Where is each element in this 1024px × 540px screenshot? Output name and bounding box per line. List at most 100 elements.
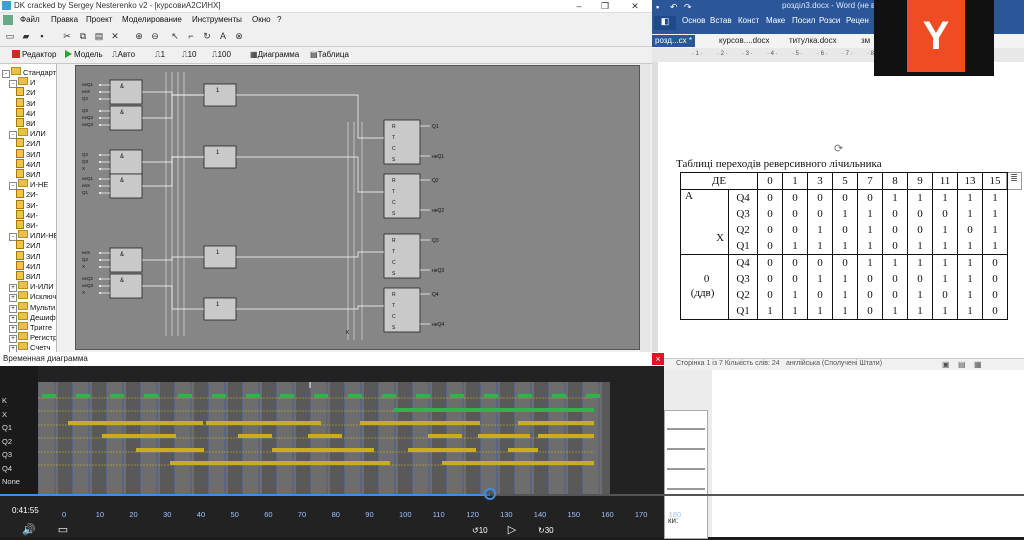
expand-icon[interactable]: + <box>9 335 17 344</box>
tree-item-gate[interactable]: 2И <box>16 87 36 97</box>
layout-options-icon[interactable]: ≣ <box>1006 172 1022 190</box>
captions-icon[interactable]: ▭ <box>57 524 69 536</box>
step-10-button[interactable]: ⎍10 <box>182 50 197 59</box>
wire-icon[interactable]: ⌐ <box>188 31 194 41</box>
tree-item-folder[interactable]: +Мульти <box>9 301 55 313</box>
vertical-scrollbar[interactable] <box>640 64 650 352</box>
ribbon-tab-design[interactable]: Конст <box>738 16 760 25</box>
pip-icon[interactable]: ⧉ <box>919 524 927 536</box>
play-pause-icon[interactable]: ▷ <box>507 524 517 536</box>
pin-icon[interactable]: ⊗ <box>235 31 243 41</box>
doc-tab-zm[interactable]: зм <box>861 36 871 45</box>
close-icon[interactable]: × <box>652 353 664 365</box>
cut-icon[interactable]: ✂ <box>63 31 71 41</box>
tree-item-gate[interactable]: 4И- <box>16 209 38 220</box>
collapse-icon[interactable]: ⤡ <box>956 524 966 536</box>
menu-help[interactable]: ? <box>277 15 282 24</box>
tree-item-folder[interactable]: -И-НЕ <box>9 179 48 191</box>
expand-icon[interactable]: + <box>9 325 17 333</box>
tree-item-gate[interactable]: 2И- <box>16 189 38 199</box>
menu-modeling[interactable]: Моделирование <box>122 15 182 24</box>
tree-item-gate[interactable]: 4ИЛ <box>16 158 40 169</box>
tree-item-folder[interactable]: -ИЛИ-НЕ <box>9 230 56 242</box>
video-scrubber[interactable] <box>483 488 496 500</box>
collapse-icon[interactable]: - <box>9 233 17 242</box>
fullscreen-icon[interactable]: ⛶ <box>991 524 999 536</box>
tree-item-gate[interactable]: 3И <box>16 97 36 108</box>
tree-item-gate[interactable]: 8И- <box>16 220 38 230</box>
tree-item-gate[interactable]: 3ИЛ <box>16 250 40 261</box>
ribbon-tab-insert[interactable]: Встав <box>710 16 732 25</box>
edit-icon[interactable]: ✎ <box>886 524 896 536</box>
tree-item-folder[interactable]: +И-ИЛИ <box>9 281 54 293</box>
expand-icon[interactable]: + <box>9 345 17 352</box>
tree-item-folder[interactable]: +Регистр <box>9 332 56 344</box>
tree-item-folder[interactable]: +Дешиф <box>9 311 56 323</box>
tree-item-gate[interactable]: 4И <box>16 107 36 118</box>
collapse-icon[interactable]: - <box>2 70 10 78</box>
tree-item-gate[interactable]: 3И- <box>16 199 38 210</box>
maximize-icon[interactable]: ❐ <box>600 1 610 11</box>
model-button[interactable]: Модель <box>65 49 103 61</box>
redo-icon[interactable]: ↷ <box>684 2 692 12</box>
auto-button[interactable]: ⎍Авто <box>112 50 136 59</box>
tree-item-folder[interactable]: +Счетч <box>9 342 51 352</box>
ribbon-tab-references[interactable]: Посил <box>792 16 816 25</box>
tree-item-gate[interactable]: 3ИЛ <box>16 148 40 159</box>
ribbon-tab-layout[interactable]: Маке <box>766 16 786 25</box>
volume-icon[interactable]: 🔊 <box>22 524 36 536</box>
new-file-icon[interactable]: ▭ <box>5 31 15 41</box>
close-icon[interactable]: ✕ <box>631 1 639 11</box>
rotate-icon[interactable]: ↻ <box>203 31 211 41</box>
timing-plot[interactable] <box>37 382 616 494</box>
tree-item-gate[interactable]: 2ИЛ <box>16 240 40 250</box>
open-folder-icon[interactable]: ▰ <box>22 31 30 41</box>
menu-file[interactable]: Файл <box>20 15 40 24</box>
save-icon[interactable]: ▪ <box>40 31 44 41</box>
file-tab[interactable]: ◧ <box>654 16 676 30</box>
save-icon[interactable]: ▪ <box>656 2 660 12</box>
tree-item-gate[interactable]: 8ИЛ <box>16 271 40 281</box>
zoom-in-icon[interactable]: ⊕ <box>135 31 143 41</box>
copy-icon[interactable]: ⧉ <box>79 31 87 41</box>
tree-item-folder[interactable]: +Исключ <box>9 291 56 303</box>
view-read-icon[interactable]: ▣ <box>942 360 950 369</box>
pointer-icon[interactable]: ↖ <box>171 31 179 41</box>
tree-item-folder[interactable]: -ИЛИ <box>9 128 46 140</box>
paste-icon[interactable]: ▤ <box>94 31 104 41</box>
expand-icon[interactable]: + <box>9 304 17 313</box>
tree-item-folder[interactable]: +Тригге <box>9 322 52 333</box>
doc-tab-kursov[interactable]: курсов....docx <box>719 36 770 45</box>
ribbon-tab-mailings[interactable]: Розси <box>819 16 841 25</box>
editor-button[interactable]: Редактор <box>12 49 56 61</box>
table-button[interactable]: ▤Таблица <box>310 50 349 59</box>
diagram-button[interactable]: ▦Диаграмма <box>250 50 300 59</box>
tree-item-gate[interactable]: 8ИЛ <box>16 169 40 179</box>
menu-tools[interactable]: Инструменты <box>192 15 242 24</box>
expand-icon[interactable]: + <box>9 294 17 303</box>
minimize-icon[interactable]: – <box>576 1 582 11</box>
delete-icon[interactable]: ✕ <box>111 31 119 41</box>
tree-item-folder[interactable]: -Стандартн <box>2 67 56 78</box>
text-icon[interactable]: A <box>219 31 226 41</box>
collapse-icon[interactable]: - <box>9 131 17 140</box>
tree-item-gate[interactable]: 4ИЛ <box>16 260 40 271</box>
menu-edit[interactable]: Правка <box>51 15 79 24</box>
step-1-button[interactable]: ⎍1 <box>155 50 166 59</box>
ribbon-tab-review[interactable]: Рецен <box>846 16 869 25</box>
collapse-icon[interactable]: - <box>9 80 17 89</box>
view-web-icon[interactable]: ▦ <box>974 360 982 369</box>
undo-icon[interactable]: ↶ <box>670 2 678 12</box>
collapse-icon[interactable]: - <box>9 182 17 191</box>
view-print-icon[interactable]: ▤ <box>958 360 966 369</box>
doc-tab-tytulka[interactable]: титулка.docx <box>789 36 837 45</box>
tree-item-gate[interactable]: 8И <box>16 118 36 128</box>
menu-project[interactable]: Проект <box>86 15 113 24</box>
table-move-icon[interactable]: ⟳ <box>834 143 844 155</box>
expand-icon[interactable]: + <box>9 314 17 323</box>
forward-icon[interactable]: ↻30 <box>538 526 554 535</box>
tree-item-folder[interactable]: -И <box>9 77 35 89</box>
menu-window[interactable]: Окно <box>252 15 271 24</box>
ribbon-tab-home[interactable]: Основ <box>682 16 706 25</box>
